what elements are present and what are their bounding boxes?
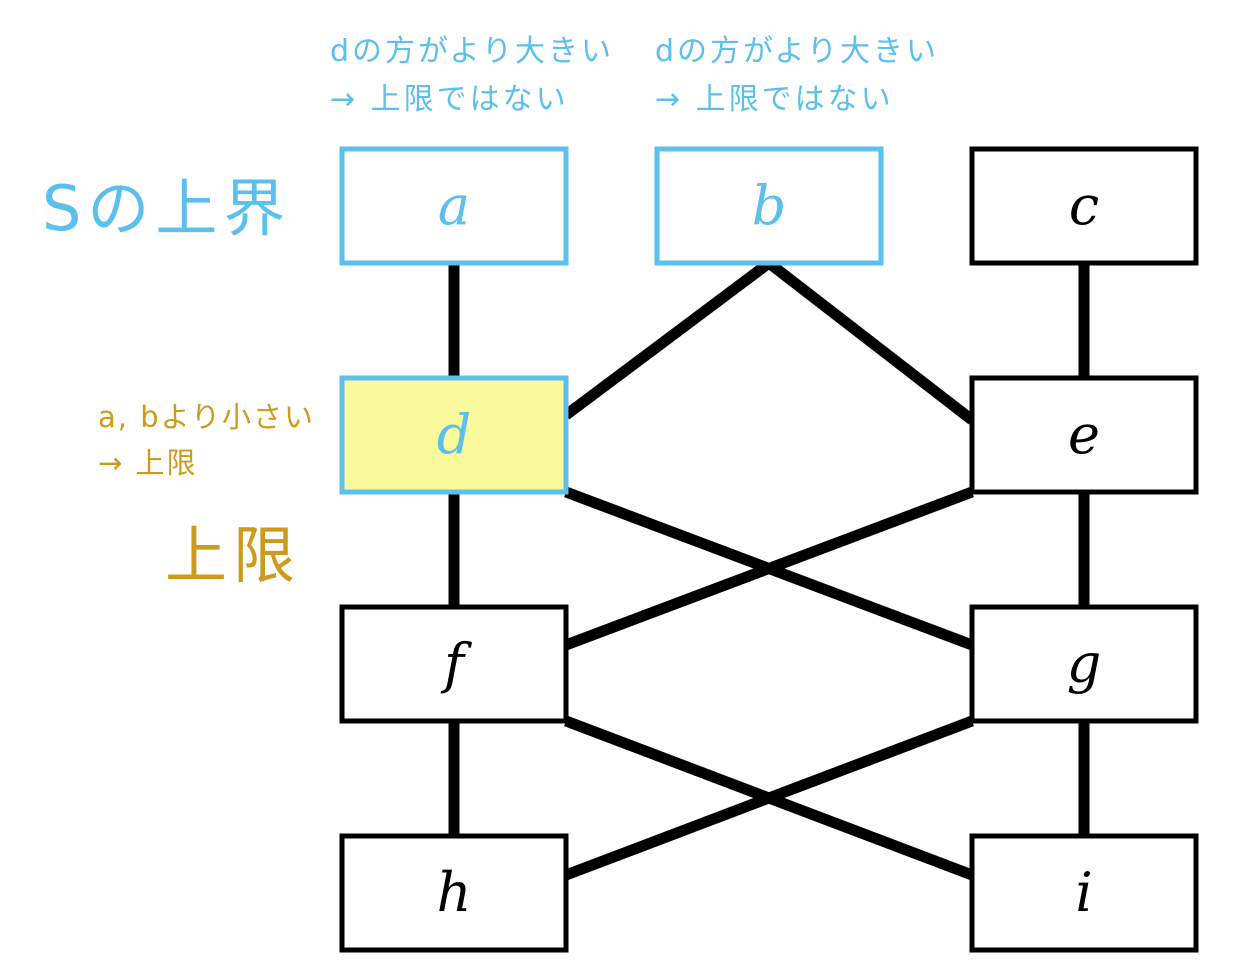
note-d: a, bより小さい → 上限 xyxy=(98,394,315,486)
node-d-box xyxy=(339,375,569,495)
node-a-label: a xyxy=(438,174,470,237)
node-i-box xyxy=(969,833,1199,953)
node-h-box xyxy=(339,833,569,953)
note-b-line2: → 上限ではない xyxy=(655,82,894,117)
node-b-box xyxy=(654,146,884,266)
note-d-line1: a, bより小さい xyxy=(98,400,316,434)
edge-g-h xyxy=(564,715,974,881)
node-d: d xyxy=(339,375,569,495)
edge-b-d xyxy=(562,258,773,420)
node-c-label: c xyxy=(1069,174,1099,237)
note-d-line2: → 上限 xyxy=(98,446,198,480)
node-i-label: i xyxy=(1075,861,1092,924)
edges-group xyxy=(448,258,1090,881)
node-f-box xyxy=(339,604,569,724)
note-a-line1: dの方がより大きい xyxy=(330,34,614,69)
node-a: a xyxy=(339,146,569,266)
note-a: dの方がより大きい → 上限ではない xyxy=(330,28,614,124)
node-g-box xyxy=(969,604,1199,724)
supremum-label: 上限 xyxy=(165,519,302,592)
node-d-label: d xyxy=(437,403,472,466)
node-f: f xyxy=(339,604,569,724)
node-h-label: h xyxy=(437,861,472,924)
node-h: h xyxy=(339,833,569,953)
upper-bound-label: Sの上界 xyxy=(42,172,292,245)
edge-b-e xyxy=(765,258,976,425)
node-e-box xyxy=(969,375,1199,495)
node-g: g xyxy=(969,604,1199,724)
node-e-label: e xyxy=(1068,403,1100,466)
node-i: i xyxy=(969,833,1199,953)
node-e: e xyxy=(969,375,1199,495)
note-b-line1: dの方がより大きい xyxy=(655,34,939,69)
note-b: dの方がより大きい → 上限ではない xyxy=(655,28,939,124)
node-b: b xyxy=(654,146,884,266)
node-a-box xyxy=(339,146,569,266)
note-a-line2: → 上限ではない xyxy=(330,82,569,117)
node-b-label: b xyxy=(752,174,787,237)
node-g-label: g xyxy=(1067,632,1102,695)
node-c: c xyxy=(969,146,1199,266)
node-c-box xyxy=(969,146,1199,266)
nodes-group: a b c d e f g h i xyxy=(339,146,1199,953)
edge-e-f xyxy=(564,486,974,651)
